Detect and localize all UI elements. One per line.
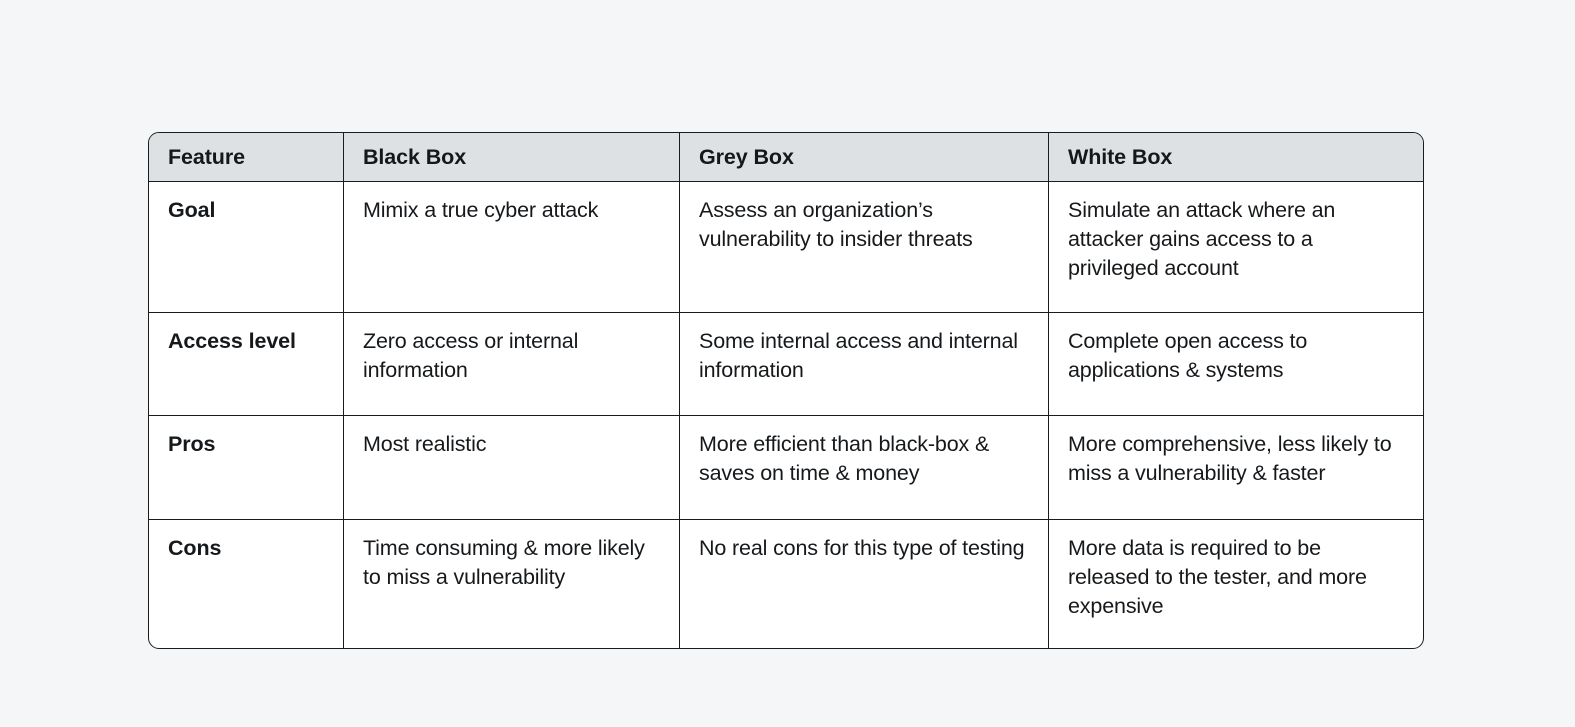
table-body: Goal Mimix a true cyber attack Assess an…	[149, 182, 1423, 648]
column-header-grey-box: Grey Box	[680, 133, 1049, 182]
cell-cons-white-box: More data is required to be released to …	[1068, 536, 1367, 618]
row-label-access-level: Access level	[149, 313, 344, 416]
cell-access-level-black-box: Zero access or internal information	[344, 313, 680, 416]
column-header-white-box: White Box	[1049, 133, 1423, 182]
penetration-testing-comparison-table: Feature Black Box Grey Box White Box Goa…	[148, 132, 1424, 649]
column-header-black-box: Black Box	[344, 133, 680, 182]
cell-goal-grey-box: Assess an organization’s vulnerability t…	[680, 182, 1049, 313]
table-row: Access level Zero access or internal inf…	[149, 313, 1423, 416]
table-row: Cons Time consuming & more likely to mis…	[149, 520, 1423, 648]
cell-pros-white-box: More comprehensive, less likely to miss …	[1049, 416, 1423, 520]
row-label-goal: Goal	[149, 182, 344, 313]
cell-pros-grey-box: More efficient than black-box & saves on…	[680, 416, 1049, 520]
comparison-table-container: Feature Black Box Grey Box White Box Goa…	[148, 132, 1424, 649]
cell-goal-white-box: Simulate an attack where an attacker gai…	[1049, 182, 1423, 313]
cell-goal-black-box: Mimix a true cyber attack	[344, 182, 680, 313]
cell-access-level-white-box: Complete open access to applications & s…	[1049, 313, 1423, 416]
cell-access-level-grey-box: Some internal access and internal inform…	[680, 313, 1049, 416]
table-header-row: Feature Black Box Grey Box White Box	[149, 133, 1423, 182]
cell-cons-black-box: Time consuming & more likely to miss a v…	[344, 520, 680, 648]
cell-pros-black-box: Most realistic	[344, 416, 680, 520]
column-header-feature: Feature	[149, 133, 344, 182]
row-label-pros: Pros	[149, 416, 344, 520]
row-label-cons: Cons	[149, 520, 344, 648]
table-row: Pros Most realistic More efficient than …	[149, 416, 1423, 520]
table-header: Feature Black Box Grey Box White Box	[149, 133, 1423, 182]
cell-cons-grey-box: No real cons for this type of testing	[680, 520, 1049, 648]
table-row: Goal Mimix a true cyber attack Assess an…	[149, 182, 1423, 313]
